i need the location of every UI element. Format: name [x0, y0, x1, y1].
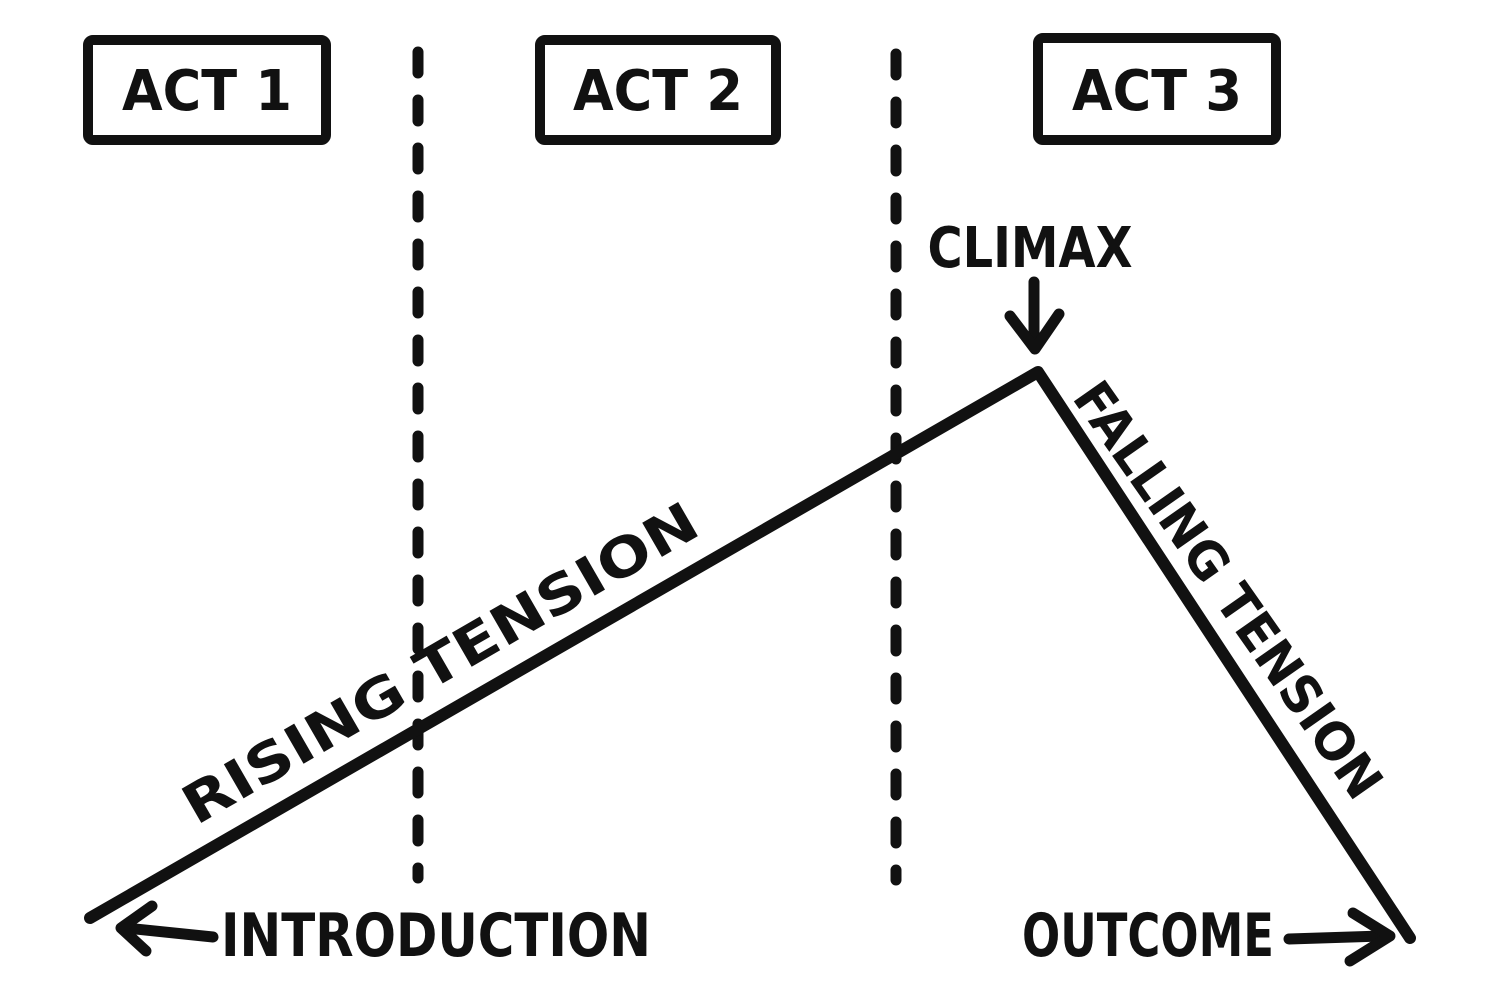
introduction-arrow-shaft: [120, 922, 219, 943]
falling-tension-label: FALLING TENSION: [1061, 371, 1394, 811]
introduction-annotation: INTRODUCTION: [115, 900, 651, 971]
outcome-label: OUTCOME: [1022, 901, 1274, 971]
outcome-annotation: OUTCOME: [1022, 901, 1396, 971]
act3-label: ACT 3: [1072, 59, 1242, 124]
act2-box-border: [535, 35, 781, 145]
outcome-arrow-head: [1344, 907, 1396, 967]
outcome-right-arrow-icon: [1283, 907, 1396, 967]
climax-label: CLIMAX: [928, 216, 1133, 281]
introduction-label: INTRODUCTION: [221, 901, 651, 971]
act1-box-border: [83, 35, 331, 145]
act2-box: ACT 2: [535, 35, 781, 145]
introduction-left-arrow-icon: [115, 900, 219, 957]
rising-tension-label: RISING TENSION: [171, 490, 709, 837]
climax-arrow-head: [1004, 308, 1065, 355]
act1-label: ACT 1: [122, 59, 292, 124]
outcome-arrow-shaft: [1283, 930, 1388, 945]
climax-down-arrow-icon: [1004, 276, 1065, 355]
climax-annotation: CLIMAX: [928, 216, 1133, 355]
act2-label: ACT 2: [573, 59, 743, 124]
introduction-arrow-head: [115, 900, 158, 957]
tension-curve-line: [84, 366, 1416, 944]
act1-box: ACT 1: [83, 35, 331, 145]
act3-box-border: [1033, 33, 1281, 145]
act3-box: ACT 3: [1033, 33, 1281, 145]
